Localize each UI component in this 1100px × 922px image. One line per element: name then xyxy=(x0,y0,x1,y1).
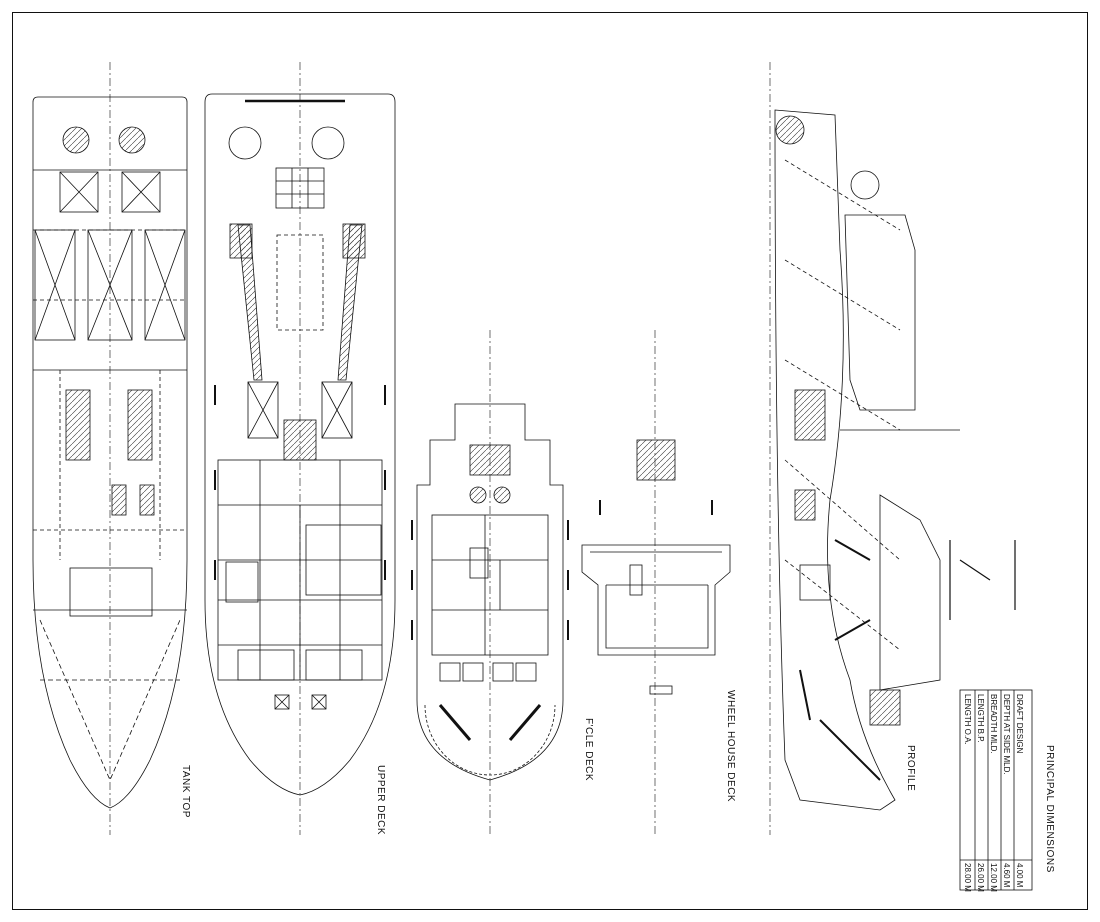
principal-dimensions-title: PRINCIPAL DIMENSIONS xyxy=(1044,745,1055,873)
dim-label-breadth: BREADTH MLD. xyxy=(989,694,998,754)
dim-label-draft: DRAFT DESIGN xyxy=(1015,694,1024,754)
principal-dimensions: PRINCIPAL DIMENSIONS LENGTH O.A. 28.00 M… xyxy=(963,694,1055,892)
view-title-tank-top: TANK TOP xyxy=(180,765,191,818)
profile-view xyxy=(769,62,1016,835)
particulars-box xyxy=(959,689,1033,891)
dim-value-breadth: 12.00 M xyxy=(989,863,998,892)
view-title-upper-deck: UPPER DECK xyxy=(375,765,386,835)
view-title-fcle-deck: F'CLE DECK xyxy=(583,718,594,781)
dim-label-loa: LENGTH O.A. xyxy=(963,694,972,745)
wheel-house-deck-plan xyxy=(581,330,731,835)
dim-label-depth: DEPTH AT SIDE MLD. xyxy=(1002,694,1011,775)
dim-value-depth: 4.60 M xyxy=(1002,863,1011,888)
dim-value-draft: 4.00 M xyxy=(1015,863,1024,888)
view-title-profile: PROFILE xyxy=(905,745,916,791)
dim-label-lbp: LENGTH B.P. xyxy=(976,694,985,743)
tank-top-plan xyxy=(32,62,188,835)
view-title-wheel-house-deck: WHEEL HOUSE DECK xyxy=(725,690,736,802)
dim-value-loa: 28.00 M xyxy=(963,863,972,892)
fcle-deck-plan xyxy=(411,330,569,835)
dim-value-lbp: 26.00 M xyxy=(976,863,985,892)
drawing-border xyxy=(12,12,1088,910)
upper-deck-plan xyxy=(204,62,396,835)
